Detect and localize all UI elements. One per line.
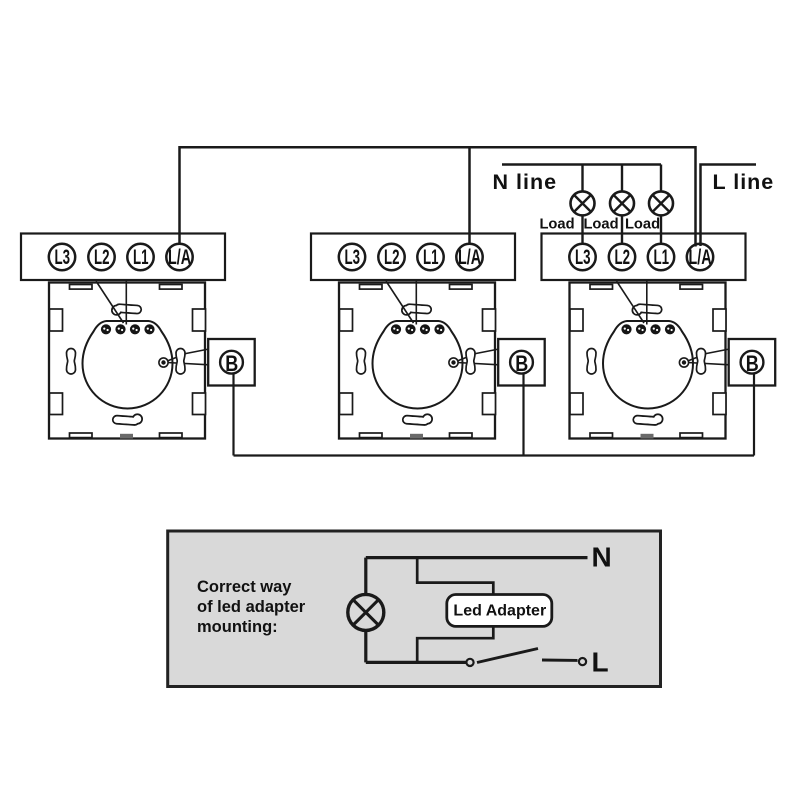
svg-text:Load: Load xyxy=(583,217,618,233)
svg-text:L: L xyxy=(592,647,609,678)
svg-text:L line: L line xyxy=(713,170,775,194)
svg-text:Load: Load xyxy=(625,217,660,233)
svg-text:mounting:: mounting: xyxy=(197,618,278,636)
svg-text:Load: Load xyxy=(539,217,574,233)
svg-text:N line: N line xyxy=(493,170,558,194)
svg-text:N: N xyxy=(592,542,612,573)
svg-text:Correct way: Correct way xyxy=(197,578,292,596)
svg-text:Led Adapter: Led Adapter xyxy=(453,603,546,620)
svg-text:of led adapter: of led adapter xyxy=(197,598,306,616)
